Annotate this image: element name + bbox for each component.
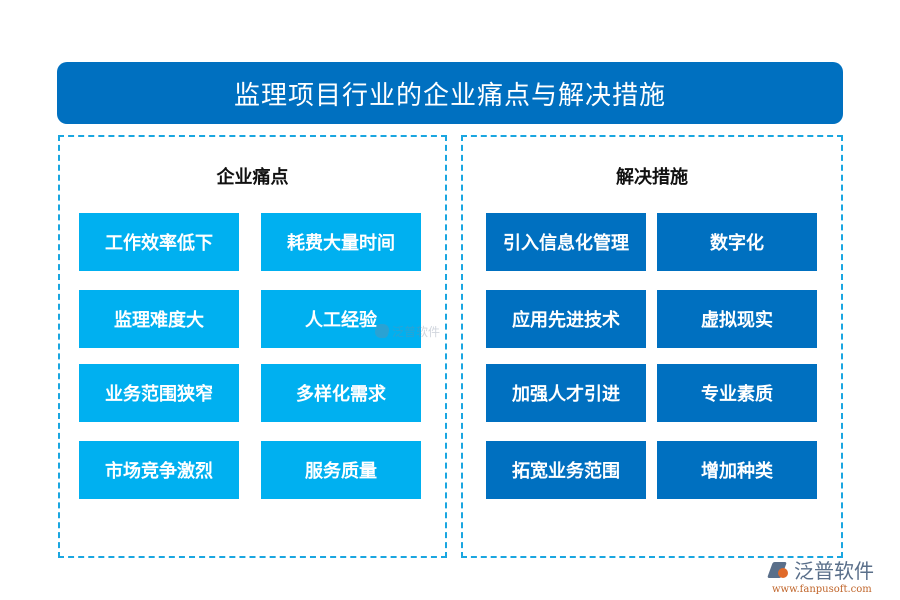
pain-point-box: 耗费大量时间 (261, 213, 421, 271)
solutions-panel: 解决措施 引入信息化管理 数字化 应用先进技术 虚拟现实 加强人才引进 专业素质… (461, 135, 843, 558)
solutions-heading: 解决措施 (616, 167, 688, 188)
brand-watermark: 泛普软件 www.fanpusoft.com (767, 555, 895, 597)
pain-points-panel: 企业痛点 工作效率低下 耗费大量时间 监理难度大 人工经验 业务范围狭窄 多样化… (58, 135, 447, 558)
watermark-text: 泛普软件 (392, 324, 441, 339)
pain-point-box: 工作效率低下 (79, 213, 239, 271)
pain-points-heading: 企业痛点 (216, 167, 289, 188)
brand-url: www.fanpusoft.com (772, 584, 872, 595)
pain-point-box: 人工经验 (261, 290, 421, 348)
pain-point-box: 市场竞争激烈 (79, 441, 239, 499)
pain-point-box: 监理难度大 (79, 290, 239, 348)
solution-box: 应用先进技术 (486, 290, 646, 348)
fanpu-logo-icon (373, 324, 391, 338)
fanpu-brand-icon (767, 560, 790, 580)
solution-box: 引入信息化管理 (486, 213, 646, 271)
solution-box: 专业素质 (657, 364, 817, 422)
pain-point-box: 业务范围狭窄 (79, 364, 239, 422)
solution-box: 加强人才引进 (486, 364, 646, 422)
solution-box: 数字化 (657, 213, 817, 271)
solution-box: 拓宽业务范围 (486, 441, 646, 499)
pain-point-box: 多样化需求 (261, 364, 421, 422)
solution-box: 虚拟现实 (657, 290, 817, 348)
brand-name: 泛普软件 (794, 559, 874, 583)
center-watermark: 泛普软件 (373, 320, 455, 342)
page-title: 监理项目行业的企业痛点与解决措施 (233, 80, 666, 111)
pain-point-box: 服务质量 (261, 441, 421, 499)
title-banner: 监理项目行业的企业痛点与解决措施 (57, 62, 843, 124)
solution-box: 增加种类 (657, 441, 817, 499)
